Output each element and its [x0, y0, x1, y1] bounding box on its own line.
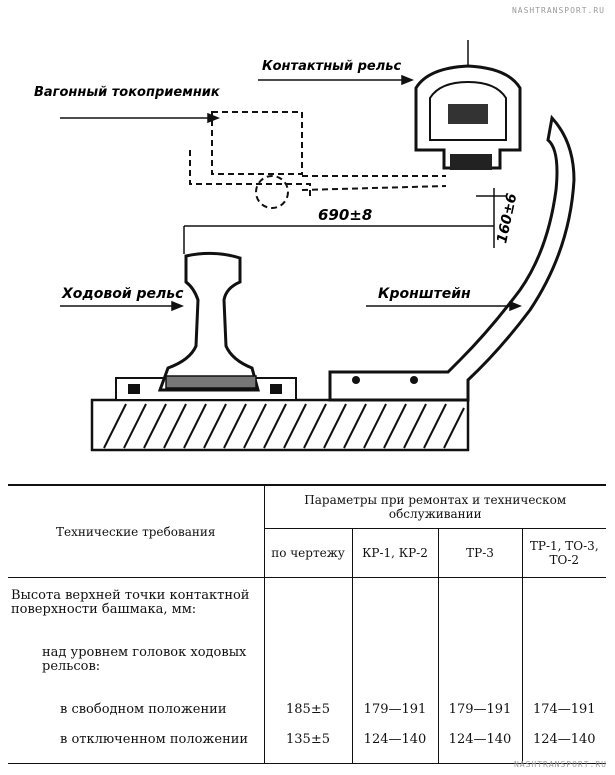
value-off-tr1: 124—140: [521, 732, 607, 765]
col-by-drawing: по чертежу: [263, 528, 352, 578]
col-tr1: ТР-1, ТО-3, ТО-2: [521, 528, 607, 578]
table-row: над уровнем головок ходовых рельсов:: [8, 644, 607, 702]
table-row: в отключенном положении 135±5 124—140 12…: [8, 732, 607, 765]
dimension-vertical: 160±6: [494, 192, 520, 245]
label-collector: Вагонный токоприемник: [34, 85, 221, 100]
dimension-horizontal: 690±8: [318, 206, 372, 224]
ground-block: [90, 398, 470, 452]
running-rail: [115, 251, 297, 401]
value-off-kr: 124—140: [351, 732, 438, 765]
row-disconnected-position: в отключенном положении: [8, 732, 264, 765]
third-rail-diagram: Контактный рельс Вагонный токоприемник Х…: [34, 40, 576, 452]
col-kr: КР-1, КР-2: [351, 528, 438, 578]
bracket: [328, 114, 576, 402]
dimension-lines: [183, 188, 506, 254]
header-params: Параметры при ремонтах и техническом обс…: [263, 484, 607, 529]
value-off-drawing: 135±5: [263, 732, 352, 765]
col-tr3: ТР-3: [437, 528, 522, 578]
table-row: Высота верхней точки контактной поверхно…: [8, 588, 607, 645]
value-free-tr1: 174—191: [521, 701, 607, 733]
table-subheader-row: по чертежу КР-1, КР-2 ТР-3 ТР-1, ТО-3, Т…: [8, 528, 607, 578]
row-above-rails: над уровнем головок ходовых рельсов:: [42, 644, 247, 674]
leader-arrows: [60, 74, 523, 312]
label-running-rail: Ходовой рельс: [61, 286, 184, 302]
table-row: в свободном положении 185±5 179—191 179—…: [8, 701, 607, 733]
value-free-kr: 179—191: [351, 701, 438, 733]
row-height-title: Высота верхней точки контактной поверхно…: [11, 588, 250, 617]
current-collector: [189, 111, 447, 209]
header-requirements: Технические требования: [8, 484, 264, 578]
label-contact-rail: Контактный рельс: [262, 59, 401, 74]
value-off-tr3: 124—140: [437, 732, 522, 765]
value-free-tr3: 179—191: [437, 701, 522, 733]
contact-rail-assembly: [414, 40, 522, 170]
label-bracket: Кронштейн: [378, 286, 471, 302]
spec-table: Технические требования Параметры при рем…: [8, 484, 607, 765]
value-free-drawing: 185±5: [263, 701, 352, 733]
watermark-top: NASHTRANSPORT.RU: [511, 6, 605, 15]
table-header-row: Технические требования Параметры при рем…: [8, 484, 607, 578]
watermark-bottom: NASHTRANSPORT.RU: [513, 760, 607, 769]
row-free-position: в свободном положении: [60, 701, 227, 717]
